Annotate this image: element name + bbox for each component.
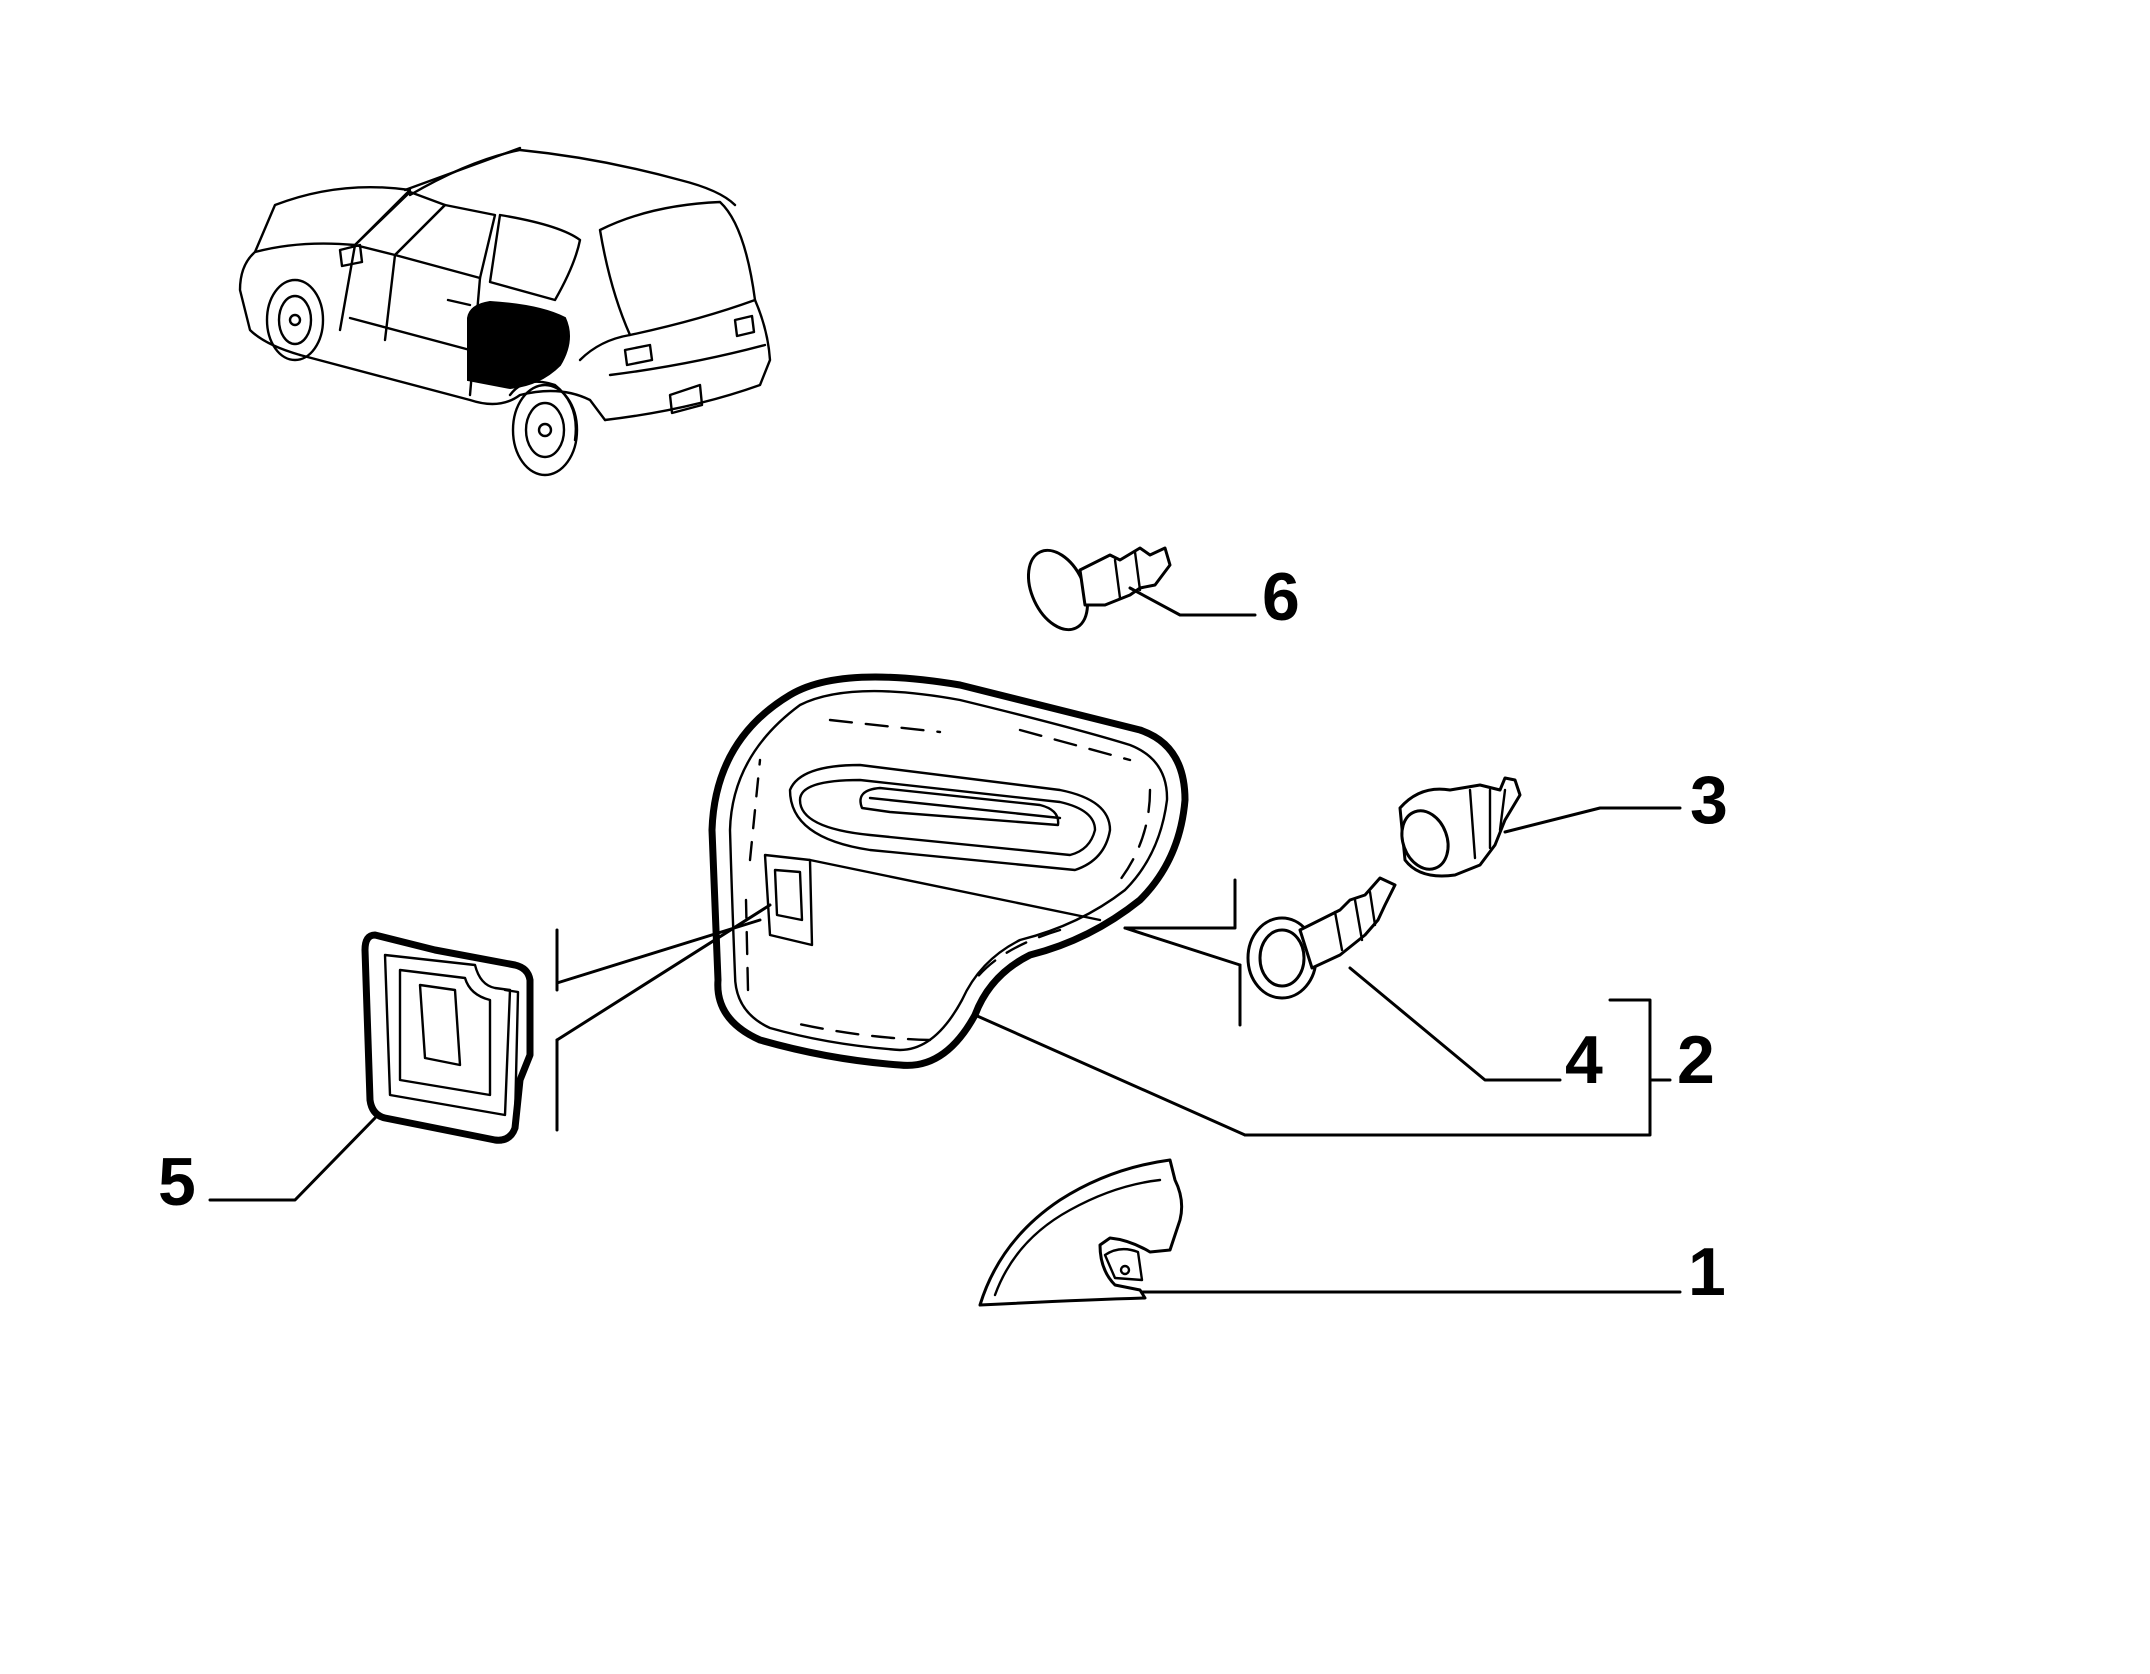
- leader-line-5: [208, 1116, 377, 1202]
- leader-line-3: [1503, 806, 1682, 834]
- highlighted-trim-area: [467, 300, 570, 390]
- door-trim-panel-icon: [708, 673, 1189, 1069]
- callout-4: 4: [1565, 1022, 1603, 1098]
- push-rivet-clip-icon: [1026, 546, 1172, 632]
- fastener-3-icon: [1398, 776, 1522, 878]
- hatchback-car-outline-icon: [238, 146, 772, 477]
- bracket-2-4: [1243, 998, 1652, 1137]
- callout-2: 2: [1677, 1022, 1715, 1098]
- door-pocket-icon: [361, 931, 534, 1144]
- alignment-line-upper: [555, 918, 762, 985]
- leader-line-2: [973, 1013, 1247, 1137]
- callout-5: 5: [158, 1144, 196, 1220]
- leader-line-4: [1348, 966, 1562, 1082]
- corner-cover-icon: [978, 1158, 1184, 1307]
- fastener-4-icon: [1246, 876, 1397, 1000]
- callout-3: 3: [1690, 762, 1728, 838]
- callout-6: 6: [1262, 559, 1300, 635]
- callout-1: 1: [1688, 1234, 1726, 1310]
- alignment-line-lower: [555, 903, 772, 1042]
- leader-line-6: [1128, 586, 1257, 617]
- bracket-right-upper: [1123, 878, 1237, 930]
- bracket-right-lower: [1123, 926, 1242, 967]
